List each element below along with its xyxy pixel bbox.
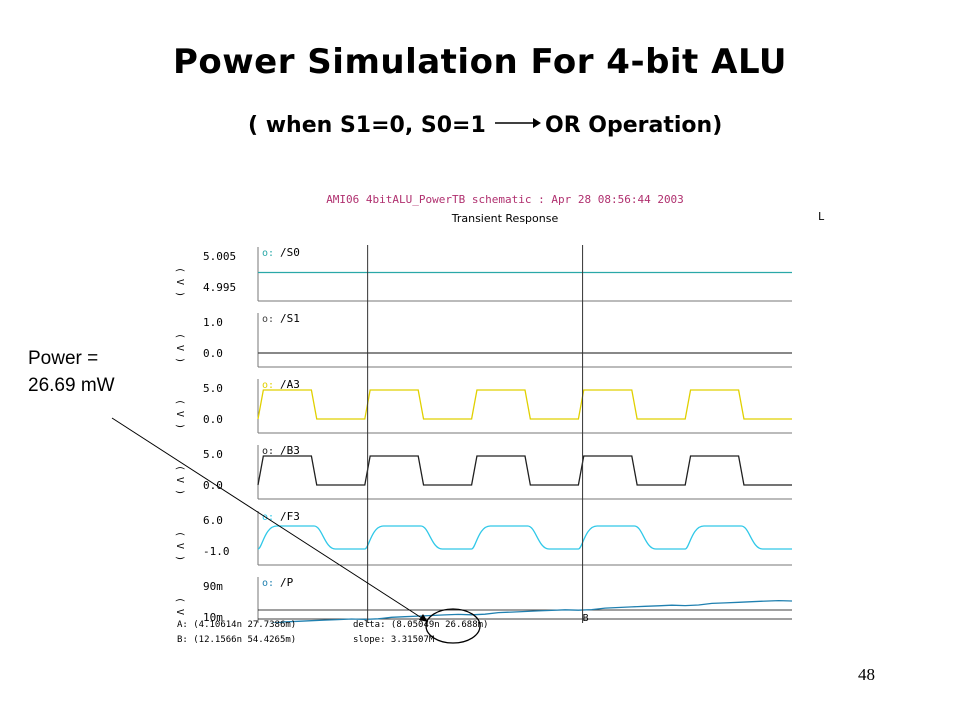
page-number: 48 [858,665,875,684]
y-tick-bottom-label: 0.0 [203,479,223,492]
signal-trace [257,455,792,486]
y-tick-top-label: 5.0 [203,382,223,395]
cursor-b-readout: B: (12.1566n 54.4265m) [177,635,297,645]
signal-trace [257,525,792,550]
y-tick-bottom-label: -1.0 [203,545,230,558]
signal-name-label: /P [280,576,294,589]
legend-marker: o: [262,314,274,325]
power-label: Power = [28,348,99,369]
signal-name-label: /B3 [280,444,300,457]
signal-name-label: /A3 [280,378,300,391]
signal-trace [257,599,793,623]
y-unit-label: ( V ) [175,399,185,429]
simulation-header: AMI06 4bitALU_PowerTB schematic : Apr 28… [326,193,684,206]
plot-title: Transient Response [451,212,559,225]
y-tick-top-label: 5.005 [203,250,236,263]
slide-subtitle-operation: OR Operation) [545,113,723,138]
signal-name-label: /S0 [280,246,300,259]
y-tick-top-label: 5.0 [203,448,223,461]
signal-name-label: /S1 [280,312,300,325]
power-annotation: Power = 26.69 mW [28,345,115,399]
y-tick-bottom-label: 0.0 [203,347,223,360]
legend-marker: o: [262,248,274,259]
slide-title: Power Simulation For 4-bit ALU [172,42,788,82]
y-unit-label: ( V ) [175,531,185,561]
slide-subtitle-condition: ( when S1=0, S0=1 [248,113,486,138]
y-tick-bottom-label: 4.995 [203,281,236,294]
waveform-plot-area[interactable]: ( V ) 5.005 4.995 o: /S0 ( V ) 1.0 0.0 o: /S1 ( V … [175,183,835,623]
signal-name-label: /F3 [280,510,300,523]
legend-marker: o: [262,578,274,589]
y-tick-bottom-label: 0.0 [203,413,223,426]
y-unit-label: ( V ) [175,267,185,297]
power-value: 26.69 mW [28,375,115,396]
cursor-a-readout: A: (4.10614n 27.7386m) [177,620,297,630]
legend-marker: o: [262,380,274,391]
slope-readout: slope: 3.31507M [353,635,435,645]
arrow-right-icon [495,118,541,128]
y-tick-top-label: 6.0 [203,514,223,527]
legend-marker: o: [262,512,274,523]
y-tick-top-label: 1.0 [203,316,223,329]
window-corner-icon: L [818,210,825,223]
signal-trace [257,389,792,420]
y-unit-label: ( V ) [175,465,185,495]
waveform-viewer: AMI06 4bitALU_PowerTB schematic : Apr 28… [175,183,835,655]
delta-readout: delta: (8.05049n 26.688m) [353,620,489,630]
y-tick-top-label: 90m [203,580,223,593]
y-unit-label: ( V ) [175,333,185,363]
cursor-b-label: B [583,613,589,623]
